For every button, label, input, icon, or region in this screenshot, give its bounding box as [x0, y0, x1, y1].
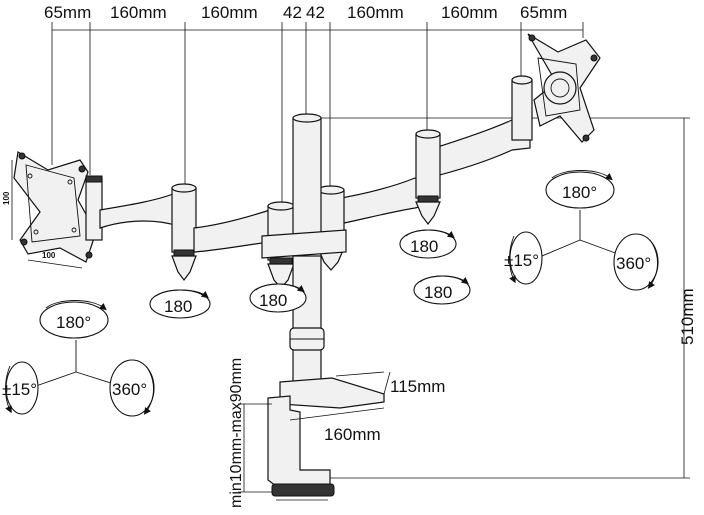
dim-base-width: 115mm	[390, 377, 445, 396]
left-head-rotate-label: 180°	[56, 313, 91, 332]
height-dimension-line	[320, 117, 690, 479]
dim-right-vesa-offset: 65mm	[520, 3, 567, 22]
rotation-label-left-inner: 180	[259, 291, 287, 310]
dim-left-inner-arm: 160mm	[201, 3, 258, 22]
right-head-rotation-diagram	[509, 170, 659, 291]
top-dimension-line	[51, 22, 584, 205]
vesa-width-label: 100	[42, 251, 56, 260]
vesa-dimension-marks	[11, 160, 83, 269]
rotation-label-left-outer: 180	[164, 297, 192, 316]
dim-base-depth: 160mm	[324, 425, 381, 444]
clamp-base	[267, 371, 391, 501]
right-head-tilt-label: ±15°	[504, 251, 539, 270]
right-head-rotate-label: 180°	[562, 183, 597, 202]
right-vesa-plate	[511, 33, 601, 143]
dim-total-height: 510mm	[678, 288, 697, 345]
right-inner-arm	[317, 177, 429, 271]
center-post	[261, 113, 347, 387]
dim-right-outer-arm: 160mm	[441, 3, 498, 22]
left-vesa-plate	[13, 151, 103, 263]
left-head-rotation-diagram	[5, 300, 155, 417]
dim-right-inner-arm: 160mm	[347, 3, 404, 22]
rotation-oval-left-outer	[149, 289, 211, 319]
dim-left-vesa-offset: 65mm	[44, 3, 91, 22]
dim-right-post-offset: 42	[306, 3, 325, 22]
clamp-range-dimension	[238, 403, 272, 493]
rotation-oval-right-inner	[399, 229, 457, 259]
rotation-label-right-inner: 180	[410, 237, 438, 256]
right-head-swivel-label: 360°	[616, 254, 651, 273]
left-head-swivel-label: 360°	[112, 380, 147, 399]
dim-left-post-offset: 42	[283, 3, 302, 22]
rotation-label-right-outer: 180	[424, 283, 452, 302]
rotation-oval-left-inner	[249, 283, 307, 313]
dim-clamp-range: min10mm-max90mm	[228, 358, 245, 508]
rotation-oval-right-outer	[413, 275, 471, 305]
right-outer-arm	[415, 119, 531, 225]
left-head-tilt-label: ±15°	[2, 380, 37, 399]
dim-left-outer-arm: 160mm	[110, 3, 167, 22]
left-outer-arm	[99, 183, 197, 281]
vesa-height-label: 100	[2, 191, 11, 205]
